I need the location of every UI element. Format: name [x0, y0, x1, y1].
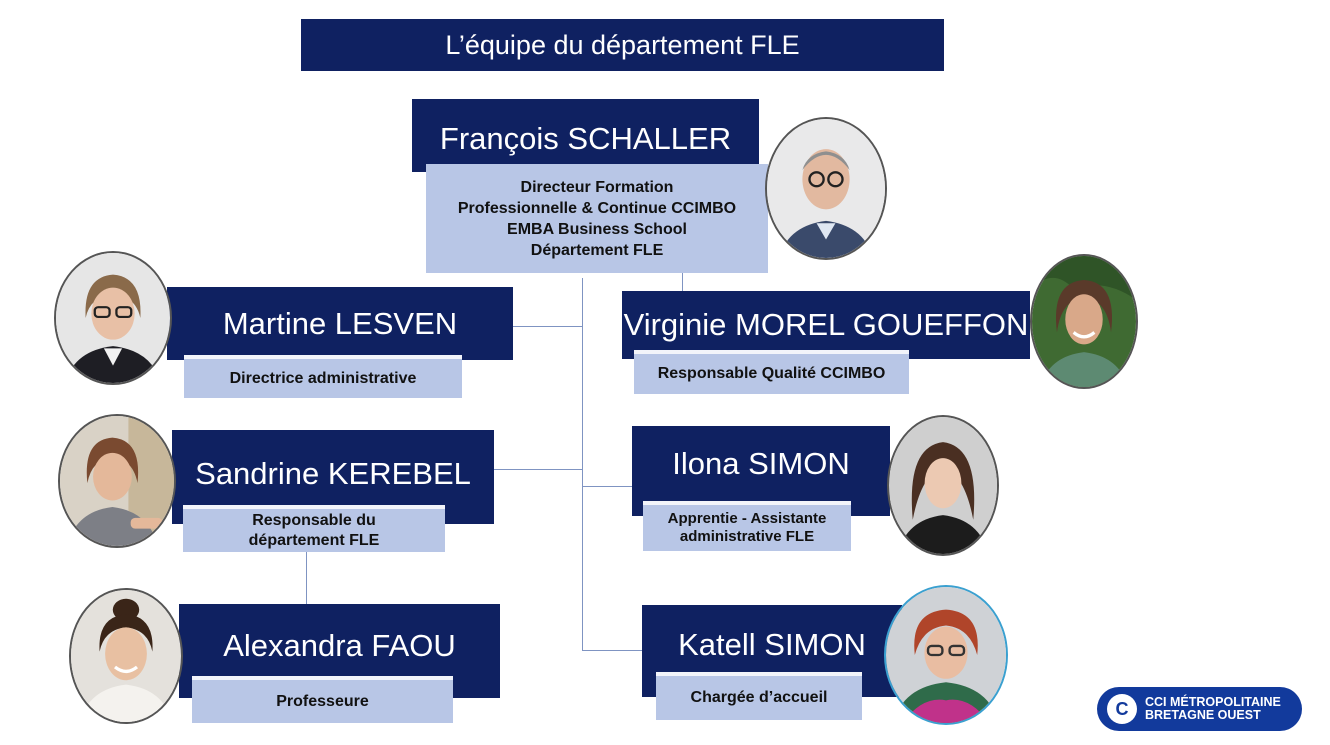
role-box-kerebel: Responsable du département FLE [183, 505, 445, 552]
connector-ilona [582, 486, 632, 487]
role-morel: Responsable Qualité CCIMBO [657, 365, 886, 382]
role-kerebel: Responsable du département FLE [248, 511, 380, 549]
cci-logo: C CCI MÉTROPOLITAINE BRETAGNE OUEST [1097, 687, 1302, 731]
role-box-faou: Professeure [192, 676, 453, 723]
name-schaller: François SCHALLER [439, 120, 732, 156]
name-morel: Virginie MOREL GOUEFFON [623, 307, 1029, 342]
role-box-katell: Chargée d’accueil [656, 672, 862, 720]
cci-logo-mark: C [1107, 694, 1137, 724]
avatar-schaller [765, 117, 887, 260]
name-box-lesven: Martine LESVEN [167, 287, 513, 360]
role-faou: Professeure [276, 692, 369, 710]
name-faou: Alexandra FAOU [223, 628, 456, 663]
cci-logo-text: CCI MÉTROPOLITAINE BRETAGNE OUEST [1145, 696, 1281, 722]
role-box-schaller: Directeur Formation Professionnelle & Co… [426, 164, 768, 273]
role-schaller: Directeur Formation Professionnelle & Co… [457, 178, 737, 259]
connector-faou [306, 551, 307, 606]
name-kerebel: Sandrine KEREBEL [195, 456, 471, 491]
role-lesven: Directrice administrative [229, 369, 417, 387]
name-lesven: Martine LESVEN [222, 305, 458, 341]
avatar-faou [69, 588, 183, 724]
connector-trunk [582, 278, 583, 650]
role-box-ilona: Apprentie - Assistante administrative FL… [643, 501, 851, 551]
connector-lesven [512, 326, 583, 327]
connector-kerebel [494, 469, 583, 470]
role-ilona: Apprentie - Assistante administrative FL… [667, 510, 827, 545]
name-katell: Katell SIMON [678, 627, 866, 662]
name-box-morel: Virginie MOREL GOUEFFON [622, 291, 1030, 359]
name-box-schaller: François SCHALLER [412, 99, 759, 172]
cci-logo-line1: CCI MÉTROPOLITAINE [1145, 695, 1281, 709]
name-ilona: Ilona SIMON [672, 446, 850, 481]
avatar-lesven [54, 251, 172, 385]
avatar-katell [884, 585, 1008, 725]
cci-logo-line2: BRETAGNE OUEST [1145, 708, 1261, 722]
connector-schaller-right [682, 272, 683, 292]
role-box-morel: Responsable Qualité CCIMBO [634, 350, 909, 394]
connector-katell [582, 650, 642, 651]
avatar-morel [1030, 254, 1138, 389]
page-title: L’équipe du département FLE [301, 19, 944, 71]
role-box-lesven: Directrice administrative [184, 355, 462, 398]
role-katell: Chargée d’accueil [690, 689, 828, 706]
avatar-kerebel [58, 414, 176, 548]
avatar-ilona [887, 415, 999, 556]
